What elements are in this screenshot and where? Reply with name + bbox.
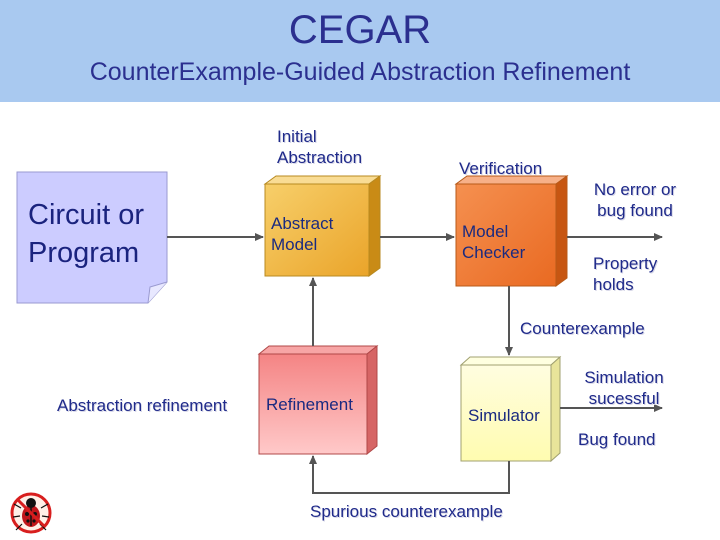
circuit-document	[16, 171, 168, 304]
simulator-box	[459, 355, 562, 463]
refinement-label: Refinement	[266, 395, 353, 414]
initial-abstraction-label: Initial Abstraction	[277, 127, 363, 167]
spurious-counterexample-label: Spurious counterexample	[310, 502, 503, 521]
abstract-model-box	[263, 175, 382, 277]
bug-found-label: Bug found	[578, 430, 656, 449]
verification-label: Verification	[459, 159, 543, 178]
model-checker-box	[454, 175, 569, 287]
arrow-simulator-to-refinement	[309, 455, 510, 494]
header-banner	[0, 0, 720, 102]
property-holds-label: Property holds	[593, 254, 658, 294]
simulation-successful-label: Simulation sucessful	[584, 368, 664, 408]
ladybug-no-bugs-icon	[10, 492, 52, 534]
page-title: CEGAR	[288, 8, 432, 52]
simulator-label: Simulator	[468, 406, 540, 425]
abstract-model-label: Abstract Model	[271, 214, 334, 254]
circuit-label: Circuit or Program	[28, 199, 145, 269]
no-error-label: No error or bug found	[593, 180, 677, 220]
abstraction-refinement-label: Abstraction refinement	[57, 396, 228, 415]
page-subtitle: CounterExample-Guided Abstraction Refine…	[89, 58, 631, 86]
refinement-box	[257, 344, 379, 456]
counterexample-label: Counterexample	[520, 319, 645, 338]
model-checker-label: Model Checker	[462, 222, 526, 262]
